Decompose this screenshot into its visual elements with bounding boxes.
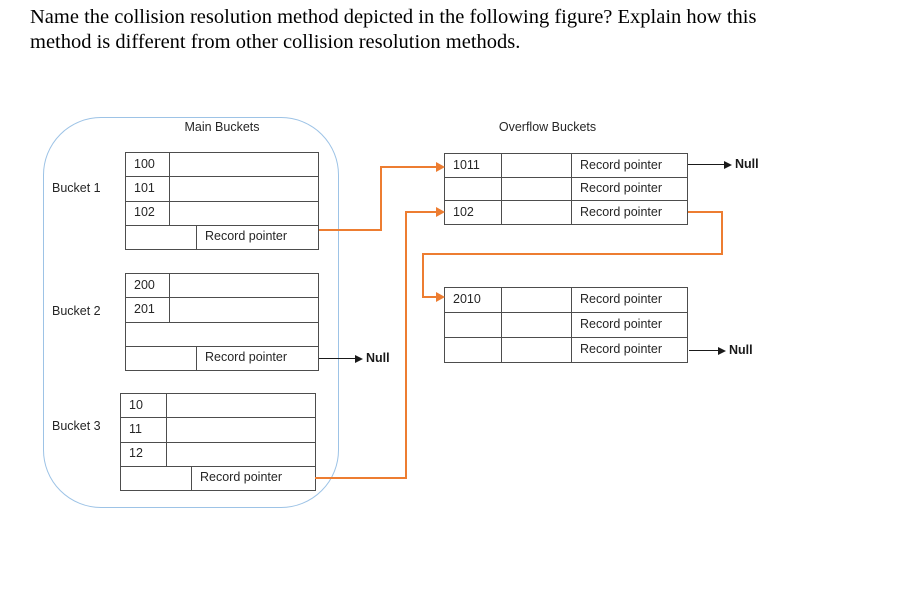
- overflow-2-key-3: [445, 338, 502, 362]
- overflow-2-key-1: 2010: [445, 288, 502, 312]
- main-buckets-container: [43, 117, 339, 508]
- table-row: 102: [126, 200, 318, 225]
- empty-cell: [167, 418, 315, 441]
- connector-segment: [315, 477, 407, 479]
- question-line-1: Name the collision resolution method dep…: [30, 6, 757, 28]
- arrow-right-icon: [718, 347, 726, 355]
- overflow-1-record-pointer-2: Record pointer: [580, 181, 662, 196]
- empty-cell: [502, 154, 572, 177]
- bucket-3-slot-1: 10: [121, 394, 167, 418]
- overflow-1-key-1: 1011: [445, 154, 502, 177]
- null-label: Null: [735, 157, 759, 171]
- bucket-1-record-pointer: Record pointer: [205, 229, 287, 244]
- bucket-3-record-pointer: Record pointer: [200, 470, 282, 485]
- bucket-2-slot-2: 201: [126, 298, 170, 322]
- empty-cell: [167, 394, 315, 417]
- null-label: Null: [366, 351, 390, 365]
- table-row: 100: [126, 153, 318, 177]
- overflow-2-key-2: [445, 313, 502, 337]
- overflow-bucket-1-table: 1011 Record pointer Record pointer 102 R…: [444, 153, 688, 225]
- table-row: 102 Record pointer: [445, 200, 687, 225]
- question-line-2: method is different from other collision…: [30, 31, 521, 53]
- empty-cell: [126, 323, 318, 346]
- overflow-2-record-pointer-1: Record pointer: [580, 291, 662, 306]
- connector-segment: [721, 211, 723, 255]
- overflow-2-record-pointer-3: Record pointer: [580, 341, 662, 356]
- empty-cell: [502, 338, 572, 362]
- bucket-1-label: Bucket 1: [52, 181, 101, 195]
- table-row: 10: [121, 394, 315, 418]
- table-row: 201: [126, 297, 318, 322]
- arrow-right-icon: [436, 162, 445, 172]
- connector-segment: [688, 164, 725, 166]
- bucket-1-slot-2: 101: [126, 177, 170, 201]
- overflow-1-key-2: [445, 177, 502, 201]
- table-row: 101: [126, 176, 318, 201]
- arrow-right-icon: [436, 207, 445, 217]
- table-row: 200: [126, 274, 318, 298]
- arrow-right-icon: [355, 355, 363, 363]
- connector-segment: [319, 358, 356, 360]
- table-row: 1011 Record pointer: [445, 154, 687, 177]
- table-row: Record pointer: [126, 224, 318, 249]
- bucket-3-slot-3: 12: [121, 442, 167, 466]
- bucket-2-table: 200 201 Record pointer: [125, 273, 319, 371]
- question-text: Name the collision resolution method dep…: [30, 5, 756, 55]
- empty-cell: [502, 313, 572, 337]
- empty-cell: [121, 466, 192, 490]
- null-label: Null: [729, 343, 753, 357]
- empty-cell: [170, 298, 318, 321]
- empty-cell: [502, 288, 572, 312]
- bucket-3-slot-2: 11: [121, 418, 167, 442]
- bucket-3-label: Bucket 3: [52, 419, 101, 433]
- connector-segment: [319, 229, 382, 231]
- empty-cell: [170, 202, 318, 225]
- table-row: Record pointer: [445, 176, 687, 201]
- connector-segment: [382, 166, 436, 168]
- bucket-2-label: Bucket 2: [52, 304, 101, 318]
- connector-segment: [422, 253, 723, 255]
- empty-cell: [126, 225, 197, 249]
- table-row: 2010 Record pointer: [445, 288, 687, 312]
- bucket-1-slot-1: 100: [126, 153, 170, 177]
- overflow-buckets-label: Overflow Buckets: [498, 120, 597, 134]
- bucket-1-slot-3: 102: [126, 201, 170, 225]
- connector-segment: [422, 253, 424, 298]
- overflow-bucket-2-table: 2010 Record pointer Record pointer Recor…: [444, 287, 688, 363]
- connector-segment: [407, 211, 436, 213]
- main-buckets-label: Main Buckets: [184, 120, 260, 134]
- table-row: Record pointer: [126, 345, 318, 370]
- connector-segment: [424, 296, 436, 298]
- overflow-1-record-pointer-3: Record pointer: [580, 204, 662, 219]
- bucket-1-table: 100 101 102 Record pointer: [125, 152, 319, 250]
- table-row: 11: [121, 417, 315, 442]
- connector-segment: [689, 350, 719, 352]
- bucket-2-slot-1: 200: [126, 274, 170, 298]
- empty-cell: [502, 177, 572, 201]
- empty-cell: [170, 274, 318, 297]
- arrow-right-icon: [724, 161, 732, 169]
- table-row: Record pointer: [121, 465, 315, 490]
- table-row: Record pointer: [445, 312, 687, 337]
- empty-cell: [170, 153, 318, 176]
- overflow-1-key-3: 102: [445, 201, 502, 225]
- connector-segment: [380, 166, 382, 231]
- empty-cell: [170, 177, 318, 200]
- table-row: Record pointer: [445, 337, 687, 362]
- empty-cell: [502, 201, 572, 225]
- overflow-2-record-pointer-2: Record pointer: [580, 316, 662, 331]
- bucket-3-table: 10 11 12 Record pointer: [120, 393, 316, 491]
- connector-segment: [405, 211, 407, 479]
- connector-segment: [688, 211, 723, 213]
- empty-cell: [167, 443, 315, 466]
- empty-cell: [126, 346, 197, 370]
- table-row: [126, 321, 318, 346]
- arrow-right-icon: [436, 292, 445, 302]
- overflow-1-record-pointer-1: Record pointer: [580, 157, 662, 172]
- bucket-2-record-pointer: Record pointer: [205, 350, 287, 365]
- table-row: 12: [121, 441, 315, 466]
